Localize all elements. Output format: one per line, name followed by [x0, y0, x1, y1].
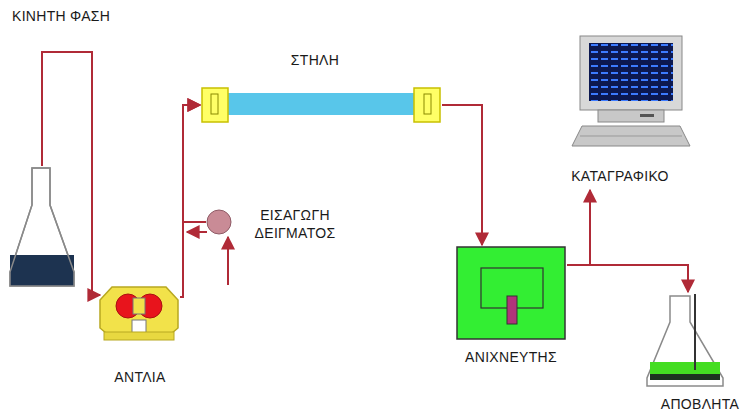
pump: ΑΝΤΛΙΑ [100, 285, 180, 341]
flow-line [567, 265, 688, 292]
solvent-flask: ΚΙΝΗΤΗ ΦΑΣΗ [8, 166, 76, 288]
component-label: ΑΝΤΛΙΑ [114, 369, 165, 387]
component-label: ΣΤΗΛΗ [291, 52, 339, 70]
pump-symbol [100, 287, 178, 340]
sample-injector: ΕΙΣΑΓΩΓΗ ΔΕΙΓΜΑΤΟΣ [206, 209, 232, 235]
component-label: ΚΙΝΗΤΗ ΦΑΣΗ [12, 8, 110, 26]
flow-line [442, 105, 482, 245]
waste-flask: ΑΠΟΒΛΗΤΑ [645, 292, 727, 388]
component-label: ΑΝΙΧΝΕΥΤΗΣ [465, 349, 557, 367]
flow-line [183, 105, 206, 222]
component-label: ΕΙΣΑΓΩΓΗ ΔΕΙΓΜΑΤΟΣ [236, 207, 354, 242]
solvent-flask [10, 168, 74, 286]
component-label: ΚΑΤΑΓΡΑΦΙΚΟ [571, 168, 669, 186]
column-symbol [202, 88, 440, 122]
component-label: ΑΠΟΒΛΗΤΑ [661, 396, 739, 414]
flow-line [567, 190, 590, 265]
computer-symbol [572, 36, 690, 146]
recorder: ΚΑΤΑΓΡΑΦΙΚΟ [548, 30, 692, 190]
column: ΣΤΗΛΗ [200, 86, 442, 124]
waste-flask [647, 294, 723, 386]
detector: ΑΝΙΧΝΕΥΤΗΣ [455, 245, 567, 341]
flow-line [42, 52, 100, 295]
detector-symbol [457, 247, 565, 339]
